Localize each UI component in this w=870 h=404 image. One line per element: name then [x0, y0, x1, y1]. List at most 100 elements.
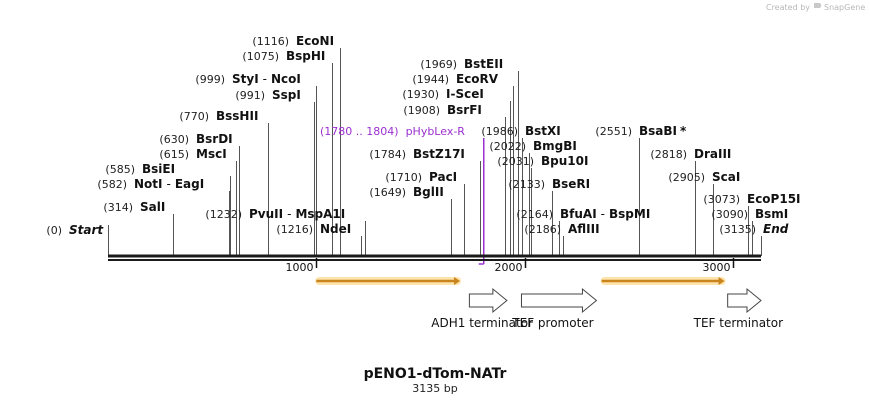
site-position: (2022): [489, 140, 526, 153]
site-position: (1969): [420, 58, 457, 71]
plasmid-name: pENO1-dTom-NATr: [364, 366, 507, 382]
terminator-feature-tef-terminator: TEF terminator: [693, 287, 783, 330]
site-name: EcoP15I: [747, 192, 801, 206]
site-position: (585): [105, 163, 135, 176]
site-name: PvuII: [249, 207, 283, 221]
terminator-arrow: [468, 287, 508, 314]
credit-brand: SnapGene: [824, 3, 865, 12]
site-label-bmgbi: (2022) BmgBI: [489, 139, 576, 153]
site-label-scai: (2905)ScaI: [668, 170, 740, 184]
site-star: *: [680, 124, 687, 138]
site-label-bsmi: (3090) BsmI: [711, 207, 788, 221]
ruler-label-3000: 3000: [703, 261, 731, 274]
promoter-feature-tef-promoter: TEF promoter: [511, 287, 598, 330]
terminator-label: ADH1 terminator: [431, 316, 533, 330]
terminator-label: TEF terminator: [693, 316, 783, 330]
site-name: BmgBI: [533, 139, 577, 153]
site-name: BsiEI: [142, 162, 175, 176]
site-position: (630): [159, 133, 189, 146]
site-name: DraIII: [694, 147, 731, 161]
site-label-bstz17i: (1784)BstZ17I: [369, 147, 464, 161]
credit-created-by: Created by: [766, 3, 810, 12]
site-label-ecop15i: (3073) EcoP15I: [703, 192, 800, 206]
site-position: (1232): [205, 208, 242, 221]
site-label-bseri: (2133)BseRI: [508, 177, 590, 191]
site-name: StyI: [232, 72, 259, 86]
orf-arrow-1: [315, 277, 462, 285]
site-separator: -: [167, 177, 171, 191]
primer-range: (1780 .. 1804): [320, 125, 399, 138]
site-position: (2133): [508, 178, 545, 191]
site-position: (2164): [516, 208, 553, 221]
site-name: BssHII: [216, 109, 258, 123]
site-position: (2551): [595, 125, 632, 138]
terminator-arrow: [727, 287, 762, 314]
site-position: (1908): [403, 104, 440, 117]
primer-name: pHybLex-R: [406, 125, 466, 138]
site-name: SspI: [272, 88, 301, 102]
site-position: (1944): [412, 73, 449, 86]
site-label-i-scei: (1930) I-SceI: [402, 87, 483, 101]
site-position: (1075): [242, 50, 279, 63]
site-label-bpu10i: (2031) Bpu10I: [497, 154, 588, 168]
site-label-bsabi: (2551)BsaBI*: [595, 124, 687, 138]
site-label-styi: (999)StyI-NcoI: [195, 72, 300, 86]
promoter-arrow: [520, 287, 598, 314]
site-name: BfuAI: [560, 207, 597, 221]
site-position: (1710): [385, 171, 422, 184]
site-name: SalI: [140, 200, 165, 214]
site-label-pvuii: (1232)PvuII-MspA1I: [205, 207, 345, 221]
ruler-label-2000: 2000: [495, 261, 523, 274]
site-name: BsmI: [755, 207, 788, 221]
site-position: (1930): [402, 88, 439, 101]
site-label-msci: (615) MscI: [159, 147, 226, 161]
dna-backbone: [108, 254, 761, 261]
site-name: BstXI: [525, 124, 561, 138]
snapgene-credit: Created by SnapGene: [766, 3, 865, 12]
primer-pHybLex-R: (1780 .. 1804) pHybLex-R: [320, 125, 485, 265]
site-label-bsrdi: (630) BsrDI: [159, 132, 232, 146]
site-name: I-SceI: [446, 87, 484, 101]
site-position: (3090): [711, 208, 748, 221]
site-position: (991): [235, 89, 265, 102]
orf-arrow-4: [600, 277, 726, 285]
site-position: (2031): [497, 155, 534, 168]
site-name: PacI: [429, 170, 457, 184]
site-position: (582): [97, 178, 127, 191]
site-position: (3135): [719, 223, 756, 236]
orf-head: [718, 277, 725, 285]
site-label-bsiei: (585) BsiEI: [105, 162, 175, 176]
site-position: (770): [179, 110, 209, 123]
site-name: BsrDI: [196, 132, 233, 146]
site-name-2: MspA1I: [295, 207, 345, 221]
site-name: Bpu10I: [541, 154, 588, 168]
site-label-bsteii: (1969)BstEII: [420, 57, 503, 71]
site-lines: [108, 48, 762, 256]
site-name-2: EagI: [175, 177, 204, 191]
site-name: BstZ17I: [413, 147, 465, 161]
site-position: (615): [159, 148, 189, 161]
site-name: NdeI: [320, 222, 351, 236]
site-name: EcoNI: [296, 34, 334, 48]
site-name-2: NcoI: [271, 72, 301, 86]
site-label-end: (3135)End: [719, 222, 788, 236]
site-position: (3073): [703, 193, 740, 206]
site-position: (2905): [668, 171, 705, 184]
site-label-ndei: (1216) NdeI: [276, 222, 351, 236]
site-label-sali: (314) SalI: [103, 200, 165, 214]
site-name: NotI: [134, 177, 163, 191]
site-label-paci: (1710) PacI: [385, 170, 457, 184]
site-name: EcoRV: [456, 72, 499, 86]
site-position: (0): [46, 224, 62, 237]
site-label-bsshii: (770) BssHII: [179, 109, 258, 123]
plasmid-title: pENO1-dTom-NATr 3135 bp: [364, 366, 507, 395]
plasmid-length: 3135 bp: [412, 382, 457, 395]
site-position: (1649): [369, 186, 406, 199]
site-position: (314): [103, 201, 133, 214]
site-label-bglii: (1649)BglII: [369, 185, 443, 199]
site-name: MscI: [196, 147, 227, 161]
site-position: (1216): [276, 223, 313, 236]
site-label-sspi: (991) SspI: [235, 88, 300, 102]
